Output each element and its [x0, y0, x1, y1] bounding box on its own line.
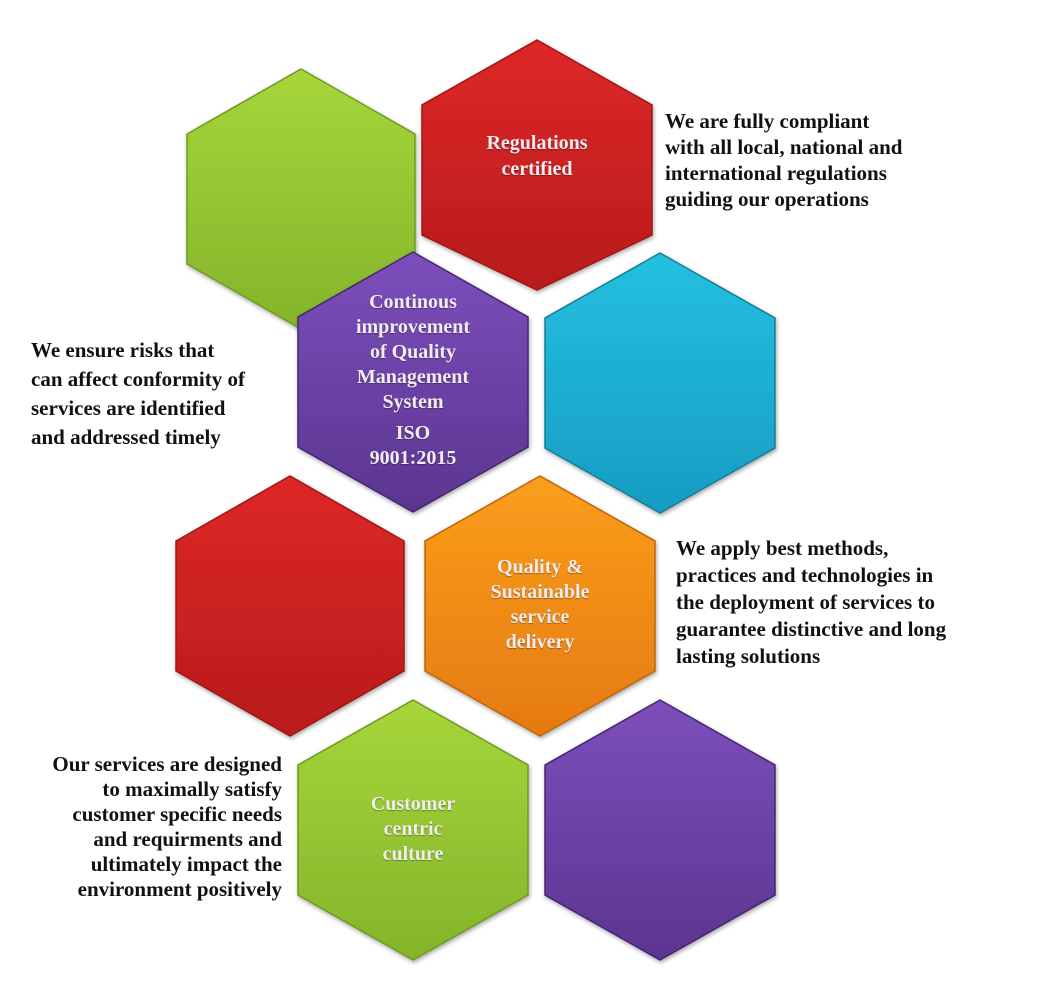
label-line: improvement [355, 316, 471, 338]
description-line: can affect conformity of [31, 367, 245, 391]
iso-label: ISO [395, 422, 431, 444]
label-line: Management [356, 366, 470, 388]
label-line: Continous [369, 291, 457, 313]
label-line: of Quality [369, 341, 457, 363]
description-line: We apply best methods, [676, 536, 889, 560]
label-line: certified [501, 158, 573, 180]
description-line: We are fully compliant [665, 109, 870, 133]
hexagon-green-bottom [297, 699, 529, 961]
description-line: international regulations [665, 161, 887, 185]
hexagon-orange-lower [424, 475, 656, 737]
description-line: and addressed timely [31, 425, 221, 449]
hexagon-purple-bottom [544, 699, 776, 961]
hexagon-cyan-mid [544, 252, 776, 514]
label-line: Regulations [486, 132, 588, 154]
label-customer-centric: Customer centric culture [313, 792, 513, 867]
description-line: guiding our operations [665, 187, 869, 211]
description-line: We ensure risks that [31, 338, 215, 362]
description-line: Our services are designed [52, 752, 282, 776]
label-line: System [382, 391, 444, 413]
description-line: lasting solutions [676, 644, 821, 668]
label-line: centric [383, 818, 443, 840]
label-line: Quality & [496, 556, 584, 578]
hexagon-red-lower [175, 475, 405, 737]
description-line: services are identified [31, 396, 226, 420]
label-line: Customer [370, 793, 456, 815]
label-regulations-certified: Regulations certified [437, 130, 637, 182]
description-continuous-improvement: We ensure risks that can affect conformi… [31, 336, 245, 452]
description-line: with all local, national and [665, 135, 903, 159]
iso-number: 9001:2015 [369, 447, 457, 469]
label-line: Sustainable [490, 581, 590, 603]
label-continuous-improvement: Continous improvement of Quality Managem… [313, 290, 513, 471]
hexagon-red-top [421, 39, 653, 291]
description-line: guarantee distinctive and long [676, 617, 947, 641]
hexagon-purple-mid [297, 251, 529, 513]
label-line: culture [382, 843, 444, 865]
label-quality-delivery: Quality & Sustainable service delivery [440, 555, 640, 655]
description-line: customer specific needs [72, 802, 282, 826]
description-line: environment positively [77, 877, 282, 901]
description-regulations: We are fully compliant with all local, n… [665, 108, 902, 212]
description-line: the deployment of services to [676, 590, 935, 614]
description-line: to maximally satisfy [102, 777, 282, 801]
label-line: delivery [505, 631, 575, 653]
description-line: practices and technologies in [676, 563, 934, 587]
description-line: ultimately impact the [90, 852, 282, 876]
description-line: and requirments and [93, 827, 282, 851]
description-customer-centric: Our services are designed to maximally s… [10, 752, 282, 902]
description-quality-delivery: We apply best methods, practices and tec… [676, 535, 946, 670]
label-line: service [510, 606, 570, 628]
